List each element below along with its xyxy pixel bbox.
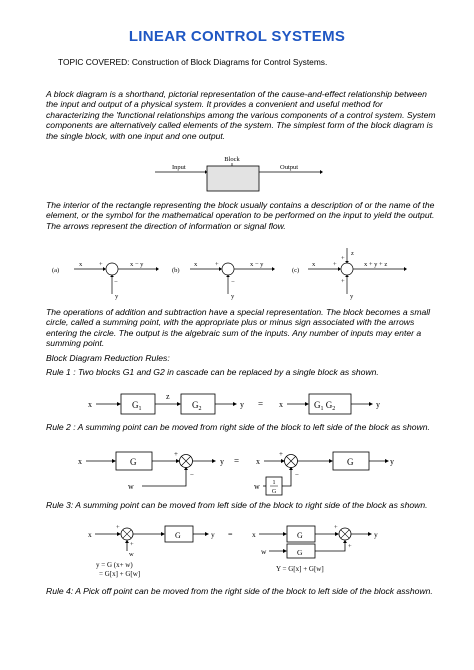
svg-text:G: G: [175, 531, 181, 540]
svg-text:G1 G2: G1 G2: [314, 400, 335, 412]
input-label: Input: [172, 164, 186, 171]
svg-text:(c): (c): [292, 267, 299, 274]
summing-points-figure: (a) x + x − y − y (b) x + x − y − y (c): [52, 248, 407, 300]
svg-text:+: +: [99, 261, 103, 268]
paragraph-summing: The operations of addition and subtracti…: [46, 307, 431, 349]
svg-text:+: +: [130, 541, 134, 548]
svg-text:y: y: [350, 293, 354, 300]
svg-text:y: y: [115, 293, 119, 300]
rule2-text: Rule 2 : A summing point can be moved fr…: [46, 422, 430, 432]
svg-text:+: +: [215, 261, 219, 268]
svg-text:x: x: [88, 400, 92, 409]
svg-text:w: w: [128, 482, 134, 491]
svg-text:−: −: [114, 279, 118, 286]
summing-point-circle: [105, 262, 119, 276]
svg-text:−: −: [295, 471, 299, 479]
svg-text:y: y: [211, 530, 215, 539]
svg-text:x: x: [279, 400, 283, 409]
svg-text:y: y: [376, 400, 380, 409]
topic-line: TOPIC COVERED: Construction of Block Dia…: [58, 57, 328, 67]
svg-text:y = G (x+ w): y = G (x+ w): [96, 561, 133, 569]
svg-text:y: y: [240, 400, 244, 409]
svg-text:G: G: [297, 548, 303, 557]
svg-text:−: −: [231, 279, 235, 286]
svg-text:+: +: [334, 524, 338, 531]
svg-text:=: =: [228, 530, 233, 539]
rule1-text: Rule 1 : Two blocks G1 and G2 in cascade…: [46, 367, 379, 377]
svg-text:Y = G[x] + G[w]: Y = G[x] + G[w]: [276, 565, 324, 573]
svg-text:z: z: [351, 250, 354, 257]
block-rect: [206, 165, 260, 192]
svg-text:=: =: [258, 399, 263, 409]
svg-text:=: =: [234, 456, 239, 466]
svg-text:x: x: [252, 530, 256, 539]
svg-text:x: x: [79, 261, 83, 268]
svg-text:+: +: [341, 255, 345, 262]
svg-text:w: w: [129, 551, 134, 558]
svg-text:x: x: [78, 457, 82, 466]
svg-text:x: x: [88, 530, 92, 539]
svg-text:G1: G1: [132, 400, 142, 412]
block-label: Block: [224, 156, 240, 163]
paragraph-interior: The interior of the rectangle representi…: [46, 200, 435, 231]
svg-text:G: G: [297, 531, 303, 540]
svg-text:+: +: [174, 450, 178, 458]
svg-text:= G[x] + G[w]: = G[x] + G[w]: [99, 570, 140, 578]
reduction-heading: Block Diagram Reduction Rules:: [46, 353, 170, 363]
svg-text:z: z: [166, 392, 170, 401]
svg-text:y: y: [390, 457, 394, 466]
svg-text:+: +: [333, 261, 337, 268]
svg-text:x + y + z: x + y + z: [364, 261, 387, 268]
svg-text:x: x: [194, 261, 198, 268]
svg-text:y: y: [220, 457, 224, 466]
svg-text:G: G: [130, 457, 137, 467]
rule3-text: Rule 3: A summing point can be moved fro…: [46, 500, 428, 510]
rule4-text: Rule 4: A Pick off point can be moved fr…: [46, 586, 433, 596]
svg-text:x − y: x − y: [130, 261, 144, 268]
svg-text:(a): (a): [52, 267, 59, 274]
rule2-figure: x G + y w − = x + G y w 1 G −: [78, 450, 394, 496]
summing-c: (c) x + + z x + y + z + y: [292, 248, 407, 300]
page-title: LINEAR CONTROL SYSTEMS: [128, 28, 346, 45]
svg-text:y: y: [374, 530, 378, 539]
svg-text:w: w: [254, 482, 260, 491]
svg-text:x: x: [256, 457, 260, 466]
summing-b: (b) x + x − y − y: [172, 261, 275, 300]
svg-text:1: 1: [273, 480, 276, 486]
svg-text:(b): (b): [172, 267, 180, 274]
summing-a: (a) x + x − y − y: [52, 261, 159, 300]
summing-point-circle: [221, 262, 235, 276]
svg-text:x − y: x − y: [250, 261, 264, 268]
rule3-figure: x + G y + w y = G (x+ w) = G[x] + G[w] =…: [88, 524, 378, 578]
svg-text:+: +: [279, 450, 283, 458]
svg-text:G2: G2: [192, 400, 202, 412]
svg-text:+: +: [116, 524, 120, 531]
svg-text:G: G: [272, 489, 277, 495]
output-label: Output: [280, 164, 298, 171]
svg-text:−: −: [190, 471, 194, 479]
svg-text:+: +: [341, 278, 345, 285]
single-block-figure: Block Input Output: [155, 156, 323, 192]
svg-text:G: G: [347, 457, 354, 467]
paragraph-intro: A block diagram is a shorthand, pictoria…: [46, 89, 436, 141]
svg-text:x: x: [312, 261, 316, 268]
rule1-figure: x G1 z G2 y = x G1 G2 y: [88, 392, 380, 415]
summing-point-circle: [340, 262, 354, 276]
svg-text:w: w: [261, 547, 267, 556]
svg-text:y: y: [231, 293, 235, 300]
svg-text:+: +: [348, 543, 352, 550]
